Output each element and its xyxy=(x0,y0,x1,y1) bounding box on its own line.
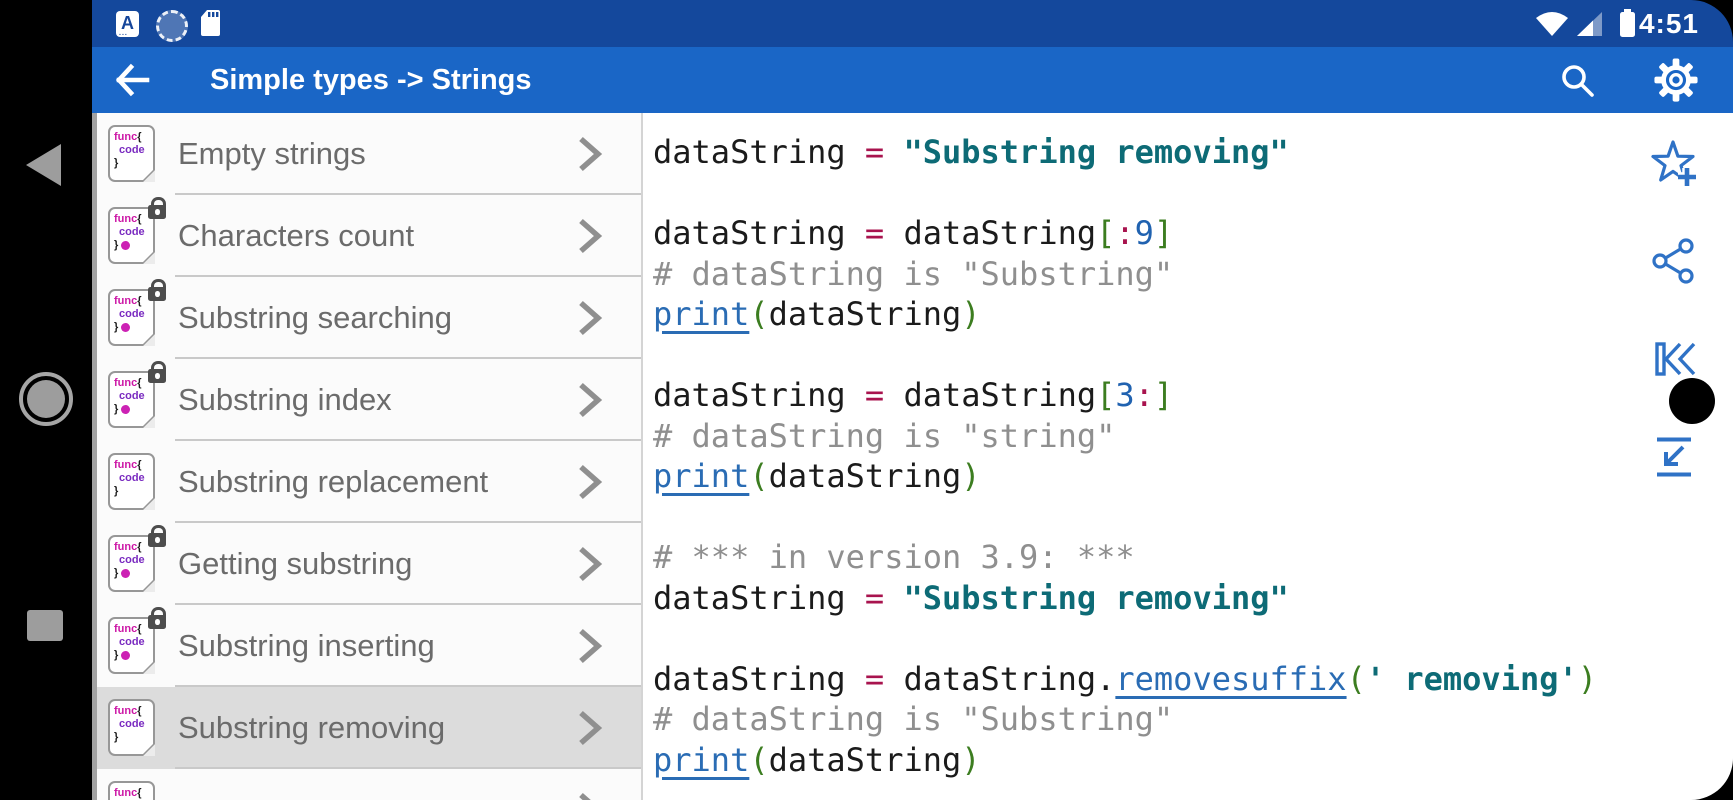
code-doc-icon: func{code} xyxy=(108,617,155,674)
sidebar-item-characters-count[interactable]: func{code} Characters count xyxy=(92,195,641,277)
code-line: print(dataString) xyxy=(653,457,981,495)
code-line xyxy=(653,618,1597,659)
code-line xyxy=(653,335,1597,376)
lock-icon xyxy=(148,279,166,301)
progress-dot xyxy=(121,240,131,250)
letter-a-app-icon: A... xyxy=(116,11,139,37)
folded-corner xyxy=(141,742,155,756)
folded-corner xyxy=(141,578,155,592)
sidebar-item-label: Substring inserting xyxy=(178,628,435,663)
code-line: print(dataString) xyxy=(653,740,981,779)
nav-home-button[interactable] xyxy=(19,372,73,426)
code-line: dataString = dataString[:9] xyxy=(653,214,1174,252)
back-arrow-button[interactable] xyxy=(110,58,154,102)
chevron-right-icon xyxy=(579,792,591,800)
code-panel[interactable]: dataString = "Substring removing" dataSt… xyxy=(643,113,1733,800)
code-line xyxy=(653,173,1597,214)
chevron-right-icon xyxy=(579,136,603,172)
sidebar-item-getting-substring[interactable]: func{code} Getting substring xyxy=(92,523,641,605)
battery-icon xyxy=(1620,9,1635,37)
folded-corner xyxy=(141,660,155,674)
code-doc-icon: func{code} xyxy=(108,207,155,264)
progress-dot xyxy=(121,404,131,414)
collapse-down-left-icon[interactable] xyxy=(1650,433,1698,481)
sidebar-edge-shadow xyxy=(92,113,97,800)
skip-to-start-icon[interactable] xyxy=(1651,335,1699,383)
sidebar-item-label: Getting substring xyxy=(178,546,413,581)
code-line: dataString = dataString.removesuffix(' r… xyxy=(653,659,1598,698)
chevron-right-icon xyxy=(579,464,603,500)
chevron-right-icon xyxy=(579,546,603,582)
sidebar-item-substring-replacement[interactable]: func{code} Substring replacement xyxy=(92,441,641,523)
progress-dot xyxy=(121,322,131,332)
sidebar-item-label: Empty strings xyxy=(178,136,366,171)
lock-icon xyxy=(148,607,166,629)
code-line: # dataString is "Substring" xyxy=(653,700,1174,738)
sidebar-item-label: Substring removing xyxy=(178,710,446,745)
app-bar: Simple types -> Strings xyxy=(92,47,1733,119)
folded-corner xyxy=(141,168,155,182)
topic-list[interactable]: func{code} Empty strings func{code} Charact… xyxy=(92,113,641,800)
sidebar-item-partial[interactable]: func{code} xyxy=(92,769,641,800)
progress-dot xyxy=(121,650,131,660)
lock-icon xyxy=(148,361,166,383)
code-doc-icon: func{code} xyxy=(108,371,155,428)
sidebar-item-label: Substring searching xyxy=(178,300,452,335)
code-line: # *** in version 3.9: *** xyxy=(653,538,1135,576)
chevron-right-icon xyxy=(579,628,603,664)
code-block: dataString = "Substring removing" dataSt… xyxy=(653,132,1597,780)
chevron-right-icon xyxy=(579,710,603,746)
code-line: dataString = "Substring removing" xyxy=(653,578,1289,617)
sidebar-list: func{code} Empty strings func{code} Charact… xyxy=(92,113,641,800)
folded-corner xyxy=(141,496,155,510)
sd-card-icon xyxy=(201,10,220,36)
search-icon[interactable] xyxy=(1556,59,1598,101)
code-line: dataString = dataString[3:] xyxy=(653,376,1174,414)
code-doc-icon: func{code} xyxy=(108,289,155,346)
sidebar-item-label: Substring index xyxy=(178,382,392,417)
nav-recents-button[interactable] xyxy=(27,610,63,641)
sidebar-item-substring-removing[interactable]: func{code} Substring removing xyxy=(92,687,641,769)
code-doc-icon: func{code} xyxy=(108,453,155,510)
share-icon[interactable] xyxy=(1649,237,1697,285)
sidebar-item-substring-inserting[interactable]: func{code} Substring inserting xyxy=(92,605,641,687)
folded-corner xyxy=(141,414,155,428)
code-doc-icon: func{code} xyxy=(108,535,155,592)
sidebar-item-substring-index[interactable]: func{code} Substring index xyxy=(92,359,641,441)
code-doc-icon: func{code} xyxy=(108,125,155,182)
code-line: dataString = "Substring removing" xyxy=(653,133,1289,171)
lock-icon xyxy=(148,525,166,547)
progress-dot xyxy=(121,568,131,578)
add-bookmark-star-icon[interactable] xyxy=(1647,139,1699,191)
folded-corner xyxy=(141,332,155,346)
status-bar: A... 4:51 xyxy=(92,0,1733,47)
nav-back-button[interactable] xyxy=(26,144,61,186)
android-nav-bar xyxy=(0,0,92,800)
chevron-right-icon xyxy=(579,382,603,418)
sidebar-item-label: Characters count xyxy=(178,218,415,253)
code-doc-icon: func{code} xyxy=(108,699,155,756)
panel-divider xyxy=(641,113,643,800)
chevron-right-icon xyxy=(579,300,603,336)
sidebar-item-label: Substring replacement xyxy=(178,464,489,499)
sidebar-item-substring-searching[interactable]: func{code} Substring searching xyxy=(92,277,641,359)
chevron-right-icon xyxy=(579,218,603,254)
code-line: print(dataString) xyxy=(653,295,981,333)
page-title: Simple types -> Strings xyxy=(210,64,532,96)
dotted-circle-icon xyxy=(156,10,188,42)
cell-signal-icon xyxy=(1577,12,1602,36)
code-line: # dataString is "string" xyxy=(653,416,1116,455)
settings-gear-icon[interactable] xyxy=(1653,57,1699,103)
folded-corner xyxy=(141,250,155,264)
lock-icon xyxy=(148,197,166,219)
wifi-icon xyxy=(1536,12,1568,36)
code-doc-icon: func{code} xyxy=(108,781,155,800)
overlay-dot-button[interactable] xyxy=(1669,378,1715,424)
code-line: # dataString is "Substring" xyxy=(653,254,1174,293)
clock: 4:51 xyxy=(1638,8,1699,39)
code-line xyxy=(653,497,1597,538)
sidebar-item-empty-strings[interactable]: func{code} Empty strings xyxy=(92,113,641,195)
